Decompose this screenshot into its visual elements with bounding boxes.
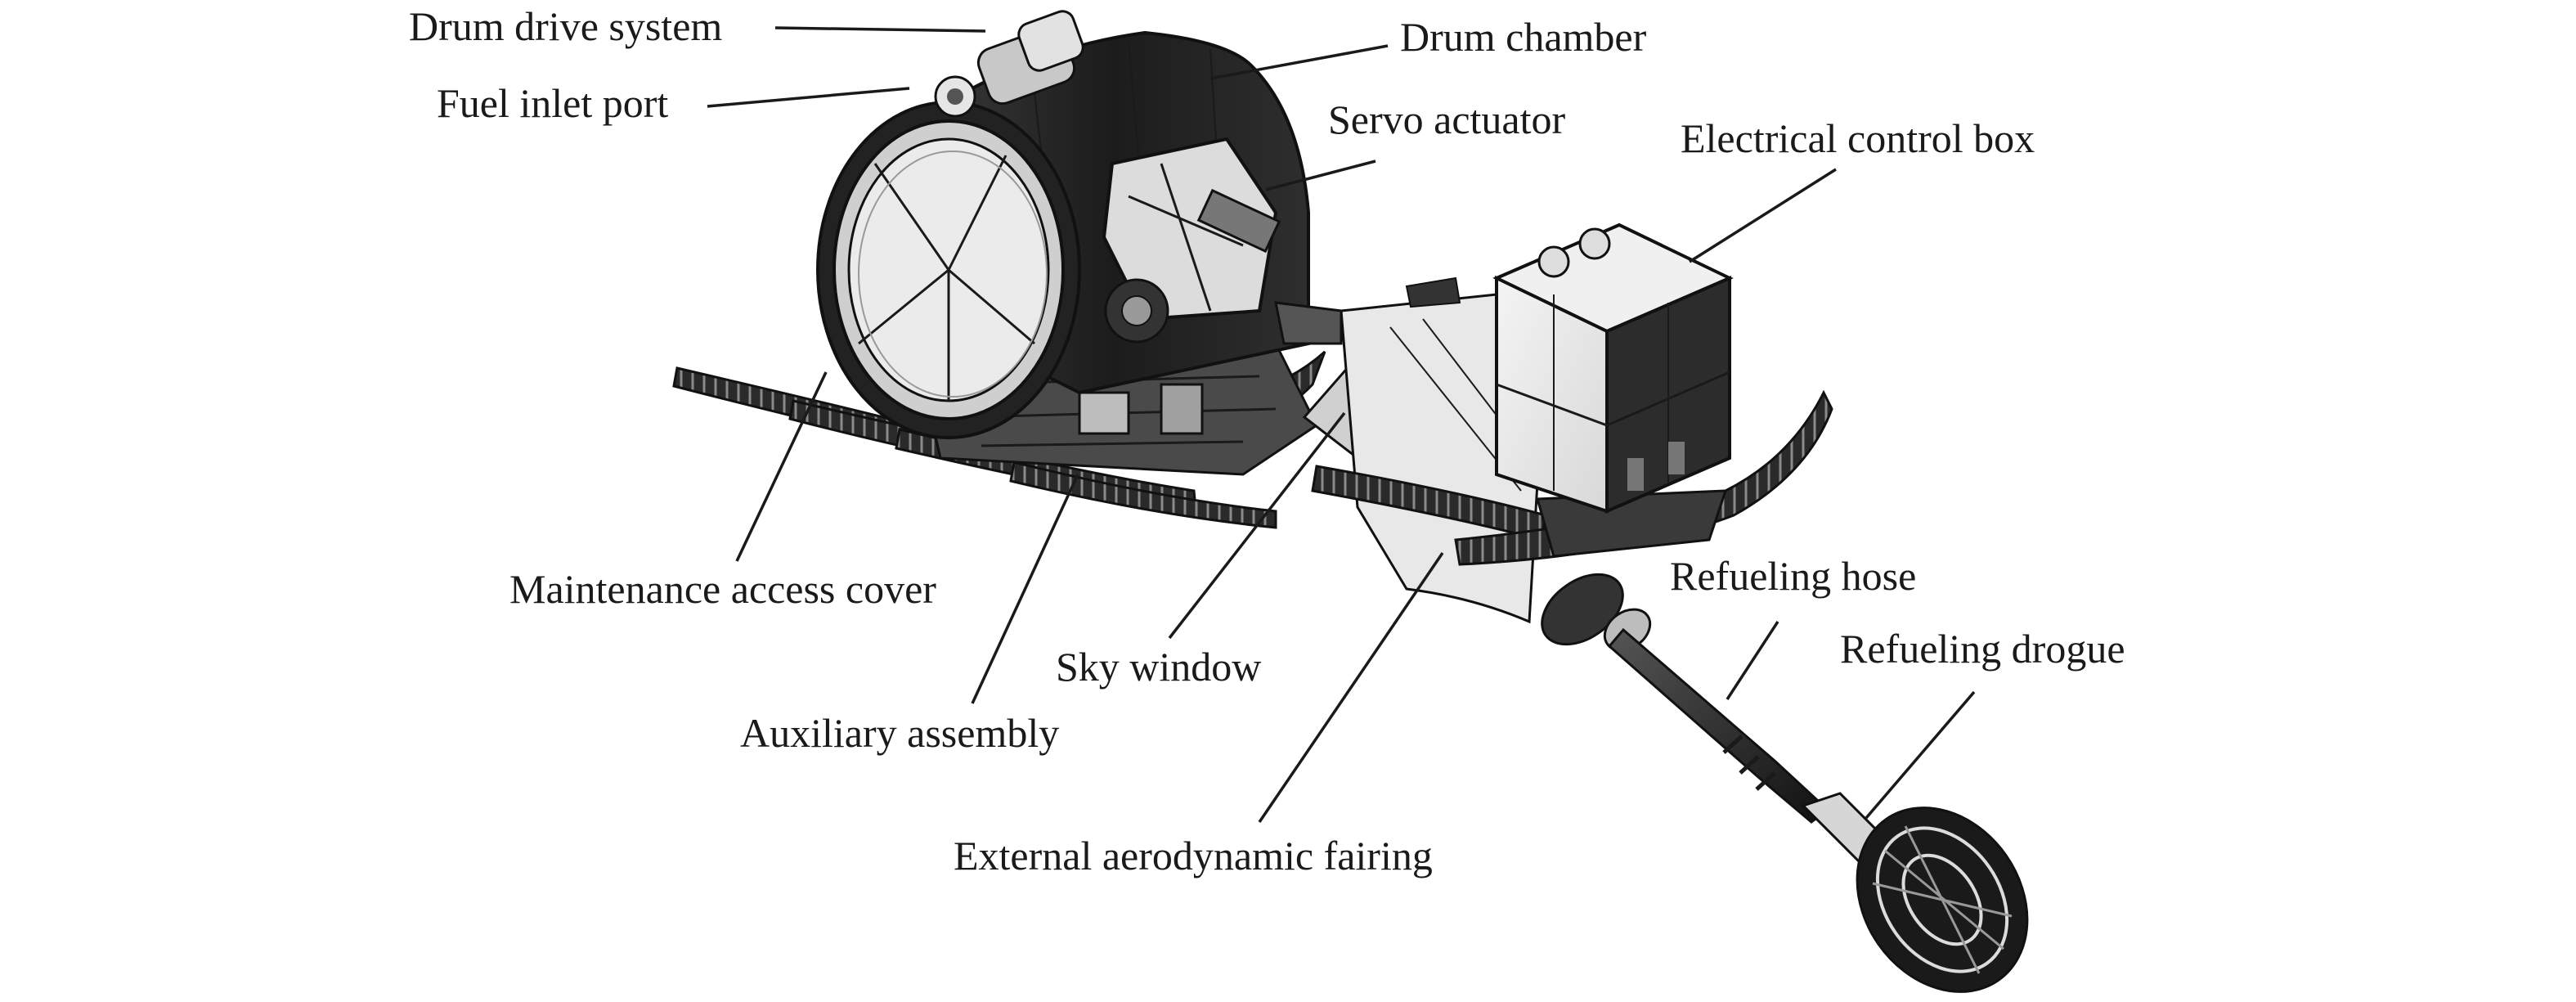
label-refueling-hose: Refueling hose (1670, 553, 1916, 599)
leader-lines (707, 26, 1976, 823)
drum-front-face (816, 101, 1081, 439)
leader-maintenance-access-cover (735, 371, 828, 562)
drum-drive-system-part (934, 10, 1084, 118)
label-refueling-drogue: Refueling drogue (1840, 626, 2125, 672)
electrical-control-box-part (1492, 222, 1734, 514)
label-electrical-control-box: Electrical control box (1681, 115, 2035, 161)
leader-drum-chamber (1209, 44, 1389, 80)
leader-refueling-hose (1726, 621, 1779, 700)
label-auxiliary-assembly: Auxiliary assembly (740, 710, 1059, 756)
leader-fuel-inlet-port (707, 87, 910, 108)
leader-refueling-drogue (1865, 690, 1976, 820)
refueling-hose-part (1607, 627, 1830, 824)
leader-electrical-control-box (1689, 168, 1837, 263)
right-rails (1311, 389, 1833, 566)
label-drum-drive-system: Drum drive system (409, 3, 722, 49)
callout-labels: Drum drive system Fuel inlet port Drum c… (409, 3, 2125, 878)
leader-drum-drive-system (774, 26, 986, 33)
leader-external-aerodynamic-fairing (1258, 552, 1444, 823)
refueling-drogue-part (1801, 792, 2029, 993)
leader-sky-window (1168, 411, 1346, 640)
leader-servo-actuator (1265, 160, 1376, 191)
label-servo-actuator: Servo actuator (1328, 97, 1566, 142)
label-external-aerodynamic-fairing: External aerodynamic fairing (954, 833, 1433, 878)
label-sky-window: Sky window (1056, 644, 1261, 690)
label-drum-chamber: Drum chamber (1400, 14, 1647, 60)
leader-auxiliary-assembly (971, 474, 1079, 704)
label-fuel-inlet-port: Fuel inlet port (437, 80, 668, 126)
label-maintenance-access-cover: Maintenance access cover (509, 566, 936, 612)
